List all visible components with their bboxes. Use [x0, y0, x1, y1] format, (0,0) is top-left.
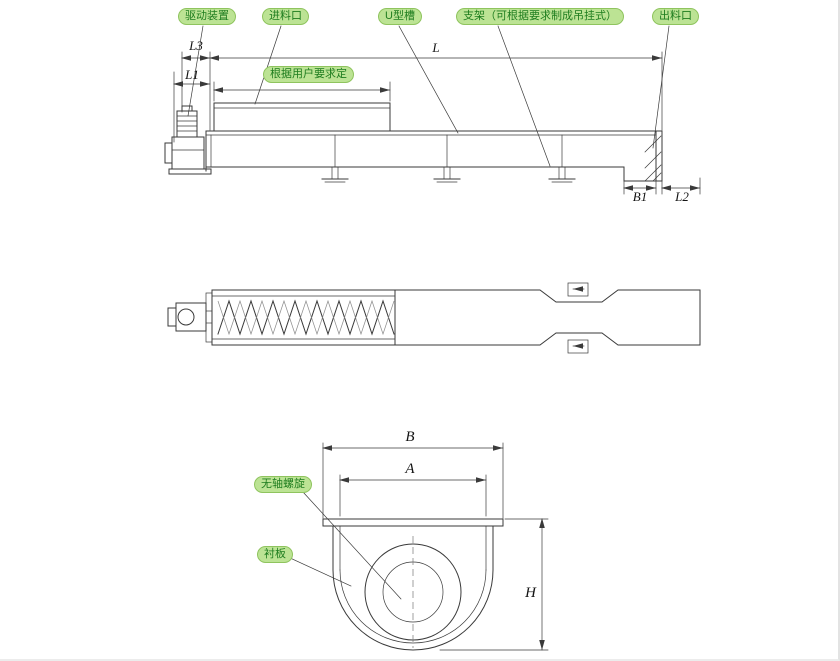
dim-l: L — [431, 40, 439, 55]
dim-l3: L3 — [188, 38, 203, 53]
screw-spiral-back — [217, 299, 395, 336]
screw-spiral — [217, 299, 395, 336]
callout-outlet: 出料口 — [652, 8, 699, 25]
drive-unit-plan — [167, 302, 213, 332]
drive-unit — [164, 105, 212, 175]
dim-b1: B1 — [633, 189, 647, 204]
dim-b: B — [405, 429, 414, 445]
dim-l2: L2 — [674, 189, 689, 204]
section-marker-top — [567, 282, 589, 297]
callout-u-trough: U型槽 — [378, 8, 422, 25]
dim-h: H — [524, 585, 537, 601]
callout-bracket: 支架（可根据要求制成吊挂式） — [456, 8, 624, 25]
plan-view — [167, 282, 701, 354]
callout-inlet: 进料口 — [262, 8, 309, 25]
dim-a: A — [404, 461, 415, 477]
support-leg — [548, 166, 576, 183]
support-leg — [433, 166, 461, 183]
side-elevation-view: L L3 L1 — [164, 38, 701, 204]
callout-user-defined: 根据用户要求定 — [263, 66, 354, 83]
support-leg — [321, 166, 349, 183]
section-marker-bottom — [567, 339, 589, 354]
leader-lines — [187, 25, 670, 600]
callout-liner: 衬板 — [257, 546, 293, 563]
callout-drive: 驱动装置 — [178, 8, 236, 25]
callout-shaftless-screw: 无轴螺旋 — [254, 476, 312, 493]
dim-l1: L1 — [184, 67, 199, 82]
cross-section-view: B A H — [322, 429, 549, 651]
